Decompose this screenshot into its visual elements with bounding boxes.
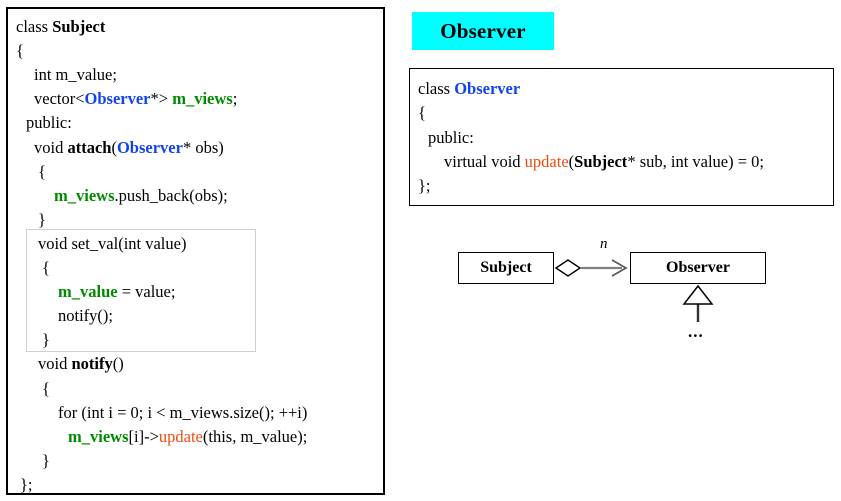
uml-class-diagram: Subject Observer n ... [440,236,820,355]
uml-subject-box: Subject [458,252,554,284]
code-token: }; [418,176,431,196]
code-token: { [42,258,50,277]
code-line: public: [26,111,72,135]
code-token: ( [568,151,575,171]
code-line: int m_value; [34,63,117,87]
code-token: Observer [84,89,151,109]
code-token: int m_value; [34,65,117,85]
code-line: } [42,328,50,352]
code-token: public: [26,113,72,133]
code-token: notify [71,354,113,374]
code-line: class Subject [16,15,105,39]
code-token: update [158,426,203,446]
code-line: m_value = value; [58,280,175,304]
subject-class-code-panel: class Subject{int m_value;vector<Observe… [6,7,385,495]
set-val-highlight-region [26,229,256,352]
code-token: m_views [68,426,129,446]
observer-class-code-panel: class Observer{public:virtual void updat… [409,68,834,206]
code-token: [i]-> [128,426,159,446]
code-token: m_views [172,89,233,109]
code-token: }; [20,474,33,494]
code-token: notify(); [58,306,113,326]
code-token: public: [428,127,474,147]
code-token: void set_val(int value) [38,233,187,253]
code-line: }; [20,473,33,497]
code-line: void notify() [38,352,124,376]
code-line: for (int i = 0; i < m_views.size(); ++i) [58,401,307,425]
code-token: () [112,354,124,374]
uml-subclass-ellipsis: ... [688,322,704,341]
code-token: virtual void [444,151,525,171]
code-token: class [418,79,455,98]
code-token: update [524,151,569,171]
code-line: public: [428,126,474,150]
code-line: vector<Observer*> m_views; [34,87,237,111]
code-line: notify(); [58,304,113,328]
code-line: { [38,160,46,184]
uml-connectors [554,259,714,322]
uml-observer-box: Observer [630,252,766,284]
code-token: } [42,450,50,470]
code-line: { [42,256,50,280]
uml-subject-label: Subject [480,259,532,276]
code-token: attach [67,137,112,157]
code-token: (this, m_value); [202,426,308,446]
association-arrowhead-icon [611,259,628,277]
code-token: class [16,17,53,36]
code-token: } [42,330,50,350]
code-token: * sub, int value) = 0; [627,151,765,171]
code-token: { [38,161,46,181]
code-line: class Observer [418,77,520,101]
code-line: { [418,101,426,125]
code-token: = value; [117,282,176,302]
code-token: void [34,137,68,157]
code-token: { [42,378,50,398]
uml-multiplicity-label: n [600,236,608,252]
code-token: Observer [454,79,521,98]
code-token: .push_back(obs); [114,185,228,205]
code-line: } [38,208,46,232]
uml-observer-label: Observer [666,259,730,276]
code-line: virtual void update(Subject* sub, int va… [444,150,764,174]
code-token: } [38,209,46,229]
code-token: { [418,103,426,123]
code-token: *> [150,89,173,109]
observer-title-banner: Observer [412,12,554,50]
code-token: ; [232,89,238,109]
code-token: Observer [116,137,183,157]
code-token: m_views [54,185,115,205]
code-line: m_views.push_back(obs); [54,184,228,208]
code-token: * obs) [182,137,224,157]
code-token: Subject [52,17,106,36]
code-line: } [42,449,50,473]
generalization-triangle-icon [682,284,714,305]
code-line: m_views[i]->update(this, m_value); [68,425,307,449]
code-token: Subject [574,151,628,171]
code-token: vector< [34,89,85,109]
code-token: ( [111,137,117,157]
code-line: }; [418,174,431,198]
code-token: for (int i = 0; i < m_views.size(); ++i) [58,402,308,422]
code-line: { [42,377,50,401]
code-line: void attach(Observer* obs) [34,136,224,160]
code-token: { [16,41,24,61]
code-line: { [16,39,24,63]
code-line: void set_val(int value) [38,232,186,256]
observer-title-text: Observer [440,18,526,43]
code-token: void [38,354,72,374]
code-token: m_value [58,282,118,302]
aggregation-diamond-icon [554,259,582,277]
